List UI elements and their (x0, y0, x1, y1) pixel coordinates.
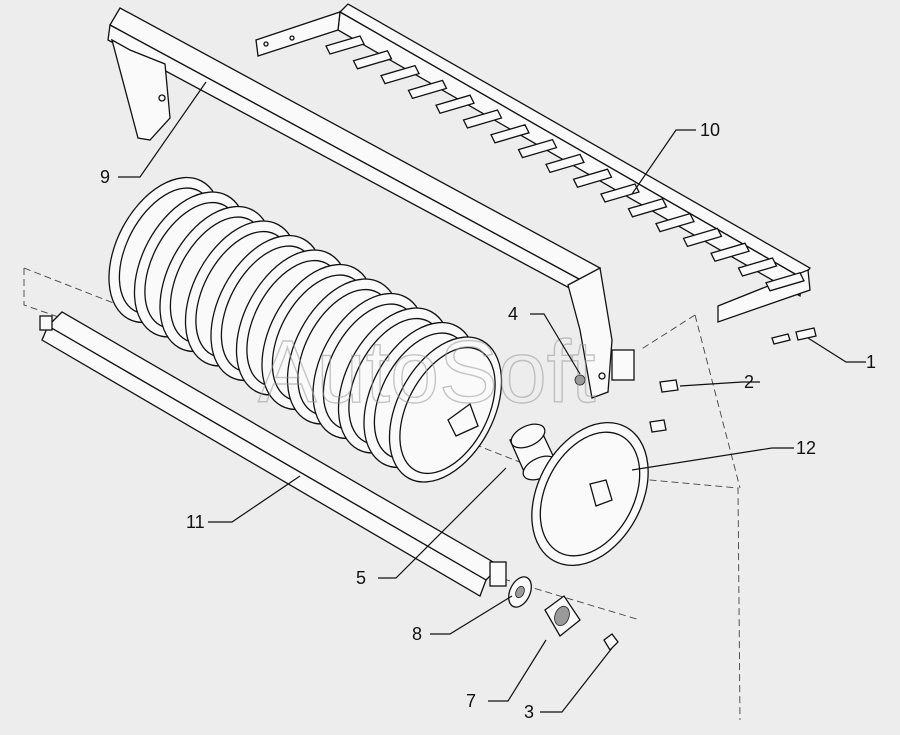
leader-lines (118, 81, 866, 713)
rake-tooth (710, 242, 750, 262)
callout-4: 4 (508, 304, 518, 324)
bearing-flange-part-7 (544, 595, 581, 637)
watermark: AutoSoft (258, 322, 596, 421)
rake-teeth (325, 35, 805, 292)
rake-tooth (407, 79, 448, 100)
rake-tooth (380, 64, 420, 85)
rake-tooth (600, 183, 640, 203)
end-disc-part-12 (531, 421, 649, 567)
rake-tooth (572, 168, 613, 188)
rake-bar-part-10 (255, 3, 811, 323)
rake-tooth (517, 138, 558, 159)
rake-tooth (682, 227, 723, 248)
callout-11: 11 (186, 512, 205, 532)
fasteners (574, 327, 817, 433)
callout-3: 3 (524, 702, 534, 722)
callout-5: 5 (356, 568, 366, 588)
callout-2: 2 (744, 372, 754, 392)
callout-12: 12 (796, 438, 816, 458)
rake-tooth (490, 124, 530, 144)
rake-tooth (655, 212, 695, 233)
rake-tooth (627, 198, 668, 218)
shaft-part-11 (39, 311, 507, 597)
roller-disc-stack (108, 176, 503, 483)
rake-tooth (545, 153, 585, 174)
rake-tooth (462, 109, 503, 129)
rake-tooth (765, 272, 805, 292)
roller-disc (388, 336, 503, 483)
rake-tooth (737, 257, 778, 277)
rake-tooth (325, 35, 365, 55)
nut-part-3 (603, 633, 619, 652)
callout-labels: 1 2 3 4 5 7 8 9 10 11 12 (100, 120, 876, 722)
washer-part-8 (508, 576, 532, 608)
rake-tooth (352, 50, 393, 70)
callout-1: 1 (866, 352, 876, 372)
frame-part-9 (107, 7, 635, 399)
callout-9: 9 (100, 167, 110, 187)
disc-hub-hole (447, 402, 479, 437)
callout-8: 8 (412, 624, 422, 644)
callout-10: 10 (700, 120, 720, 140)
callout-7: 7 (466, 691, 476, 711)
rake-tooth (435, 94, 475, 114)
